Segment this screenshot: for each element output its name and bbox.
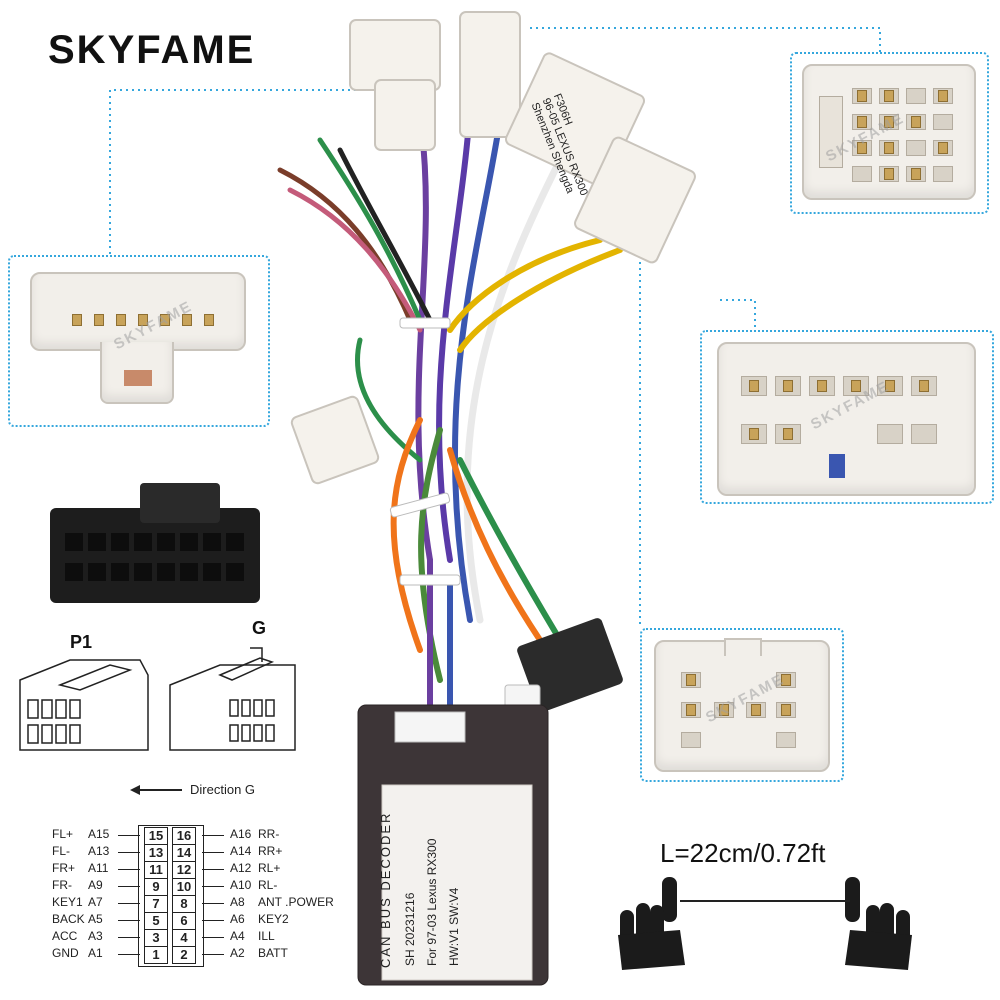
pin-lead-line bbox=[202, 903, 224, 904]
pin-code-left: A1 bbox=[88, 946, 103, 960]
connector-closeup-top-right: SKYFAME bbox=[790, 52, 989, 214]
pin-number-left: 11 bbox=[144, 861, 168, 879]
pin-number-left: 7 bbox=[144, 895, 168, 913]
pin-signal-left: KEY1 bbox=[52, 895, 83, 909]
pin-signal-right: RL- bbox=[258, 878, 278, 892]
decoder-line3: For 97-03 Lexus RX300 bbox=[425, 838, 439, 966]
pin-lead-line bbox=[202, 886, 224, 887]
pin-number-left: 15 bbox=[144, 827, 168, 845]
pin-lead-line bbox=[118, 852, 140, 853]
pin-number-left: 13 bbox=[144, 844, 168, 862]
length-line bbox=[680, 900, 850, 902]
pin-lead-line bbox=[118, 920, 140, 921]
pin-signal-left: BACK bbox=[52, 912, 85, 926]
pin-code-left: A3 bbox=[88, 929, 103, 943]
decoder-label: CAN BUS DECODER SH 20231216 For 97-03 Le… bbox=[378, 790, 528, 976]
g-label: G bbox=[252, 618, 267, 638]
pin-code-right: A2 bbox=[230, 946, 245, 960]
pin-code-right: A12 bbox=[230, 861, 252, 875]
black-16-pin-plug bbox=[50, 483, 260, 603]
pin-code-right: A10 bbox=[230, 878, 252, 892]
left-hand-icon bbox=[618, 877, 685, 970]
pin-lead-line bbox=[118, 835, 140, 836]
decoder-line1: CAN BUS DECODER bbox=[378, 811, 393, 968]
pin-code-left: A5 bbox=[88, 912, 103, 926]
pin-code-right: A6 bbox=[230, 912, 245, 926]
connector-closeup-left: SKYFAME bbox=[8, 255, 270, 427]
pin-lead-line bbox=[118, 886, 140, 887]
pin-number-right: 2 bbox=[172, 946, 196, 964]
direction-arrow-icon bbox=[130, 785, 182, 795]
pin-signal-right: RR- bbox=[258, 827, 280, 841]
pin-signal-right: RL+ bbox=[258, 861, 281, 875]
pin-signal-left: GND bbox=[52, 946, 79, 960]
direction-label: Direction G bbox=[190, 782, 256, 797]
pin-signal-right: KEY2 bbox=[258, 912, 289, 926]
pin-lead-line bbox=[202, 920, 224, 921]
pin-number-right: 14 bbox=[172, 844, 196, 862]
pin-lead-line bbox=[202, 869, 224, 870]
pin-lead-line bbox=[202, 835, 224, 836]
pin-code-left: A11 bbox=[88, 861, 109, 875]
connector-closeup-right-middle: SKYFAME bbox=[700, 330, 994, 504]
pin-number-right: 10 bbox=[172, 878, 196, 896]
pin-code-right: A16 bbox=[230, 827, 252, 841]
pin-code-right: A14 bbox=[230, 844, 252, 858]
decoder-line2: SH 20231216 bbox=[403, 892, 417, 966]
pin-signal-right: ANT .POWER bbox=[258, 895, 334, 909]
right-hand-icon bbox=[845, 877, 912, 970]
pin-signal-left: FR+ bbox=[52, 861, 76, 875]
pin-number-left: 3 bbox=[144, 929, 168, 947]
pin-code-left: A13 bbox=[88, 844, 110, 858]
pin-signal-right: RR+ bbox=[258, 844, 283, 858]
pin-signal-left: FL+ bbox=[52, 827, 74, 841]
pin-lead-line bbox=[202, 954, 224, 955]
pin-number-right: 6 bbox=[172, 912, 196, 930]
decoder-line4: HW:V1 SW:V4 bbox=[447, 887, 461, 966]
pin-number-right: 8 bbox=[172, 895, 196, 913]
pin-number-right: 4 bbox=[172, 929, 196, 947]
pinout-frame bbox=[138, 825, 204, 967]
pin-signal-left: FR- bbox=[52, 878, 72, 892]
pin-code-right: A4 bbox=[230, 929, 245, 943]
connector-key bbox=[100, 342, 174, 404]
pin-signal-right: ILL bbox=[258, 929, 275, 943]
pin-signal-right: BATT bbox=[258, 946, 288, 960]
brand-logo: SKYFAME bbox=[48, 28, 256, 72]
pin-number-left: 1 bbox=[144, 946, 168, 964]
pin-lead-line bbox=[118, 954, 140, 955]
connector-face bbox=[802, 64, 976, 200]
p1-label: P1 bbox=[70, 632, 93, 652]
connector-face bbox=[717, 342, 976, 496]
pin-lead-line bbox=[118, 903, 140, 904]
pin-code-left: A7 bbox=[88, 895, 103, 909]
pin-signal-left: FL- bbox=[52, 844, 70, 858]
pin-lead-line bbox=[118, 869, 140, 870]
pin-number-right: 16 bbox=[172, 827, 196, 845]
connector-closeup-bottom-right: SKYFAME bbox=[640, 628, 844, 782]
pin-lead-line bbox=[118, 937, 140, 938]
pin-number-left: 5 bbox=[144, 912, 168, 930]
pin-code-left: A9 bbox=[88, 878, 103, 892]
pin-number-left: 9 bbox=[144, 878, 168, 896]
connector-outline-drawings bbox=[19, 647, 296, 751]
pin-number-right: 12 bbox=[172, 861, 196, 879]
pin-code-right: A8 bbox=[230, 895, 245, 909]
pin-signal-left: ACC bbox=[52, 929, 78, 943]
connector-face bbox=[654, 638, 830, 772]
pin-lead-line bbox=[202, 852, 224, 853]
cable-length-label: L=22cm/0.72ft bbox=[660, 838, 826, 868]
pin-lead-line bbox=[202, 937, 224, 938]
pin-code-left: A15 bbox=[88, 827, 110, 841]
